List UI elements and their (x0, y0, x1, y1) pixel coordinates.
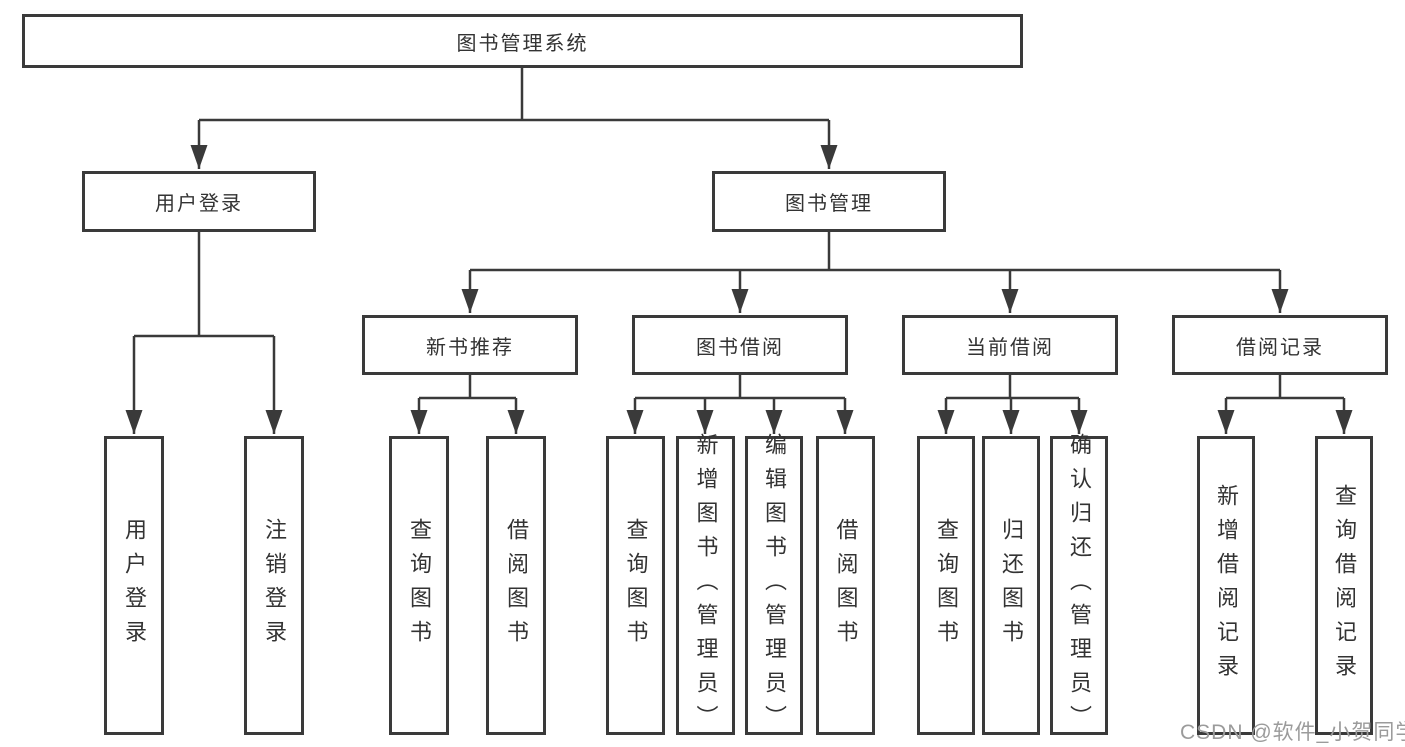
node-label: 查询图书 (407, 517, 432, 654)
node-label: 借阅图书 (504, 517, 529, 654)
node-label: 当前借阅 (966, 336, 1054, 359)
connector-trunks (134, 68, 1344, 400)
node-leaf-return-books: 归还图书 (982, 436, 1040, 735)
node-leaf-query-books-2: 查询图书 (606, 436, 665, 735)
node-leaf-query-books-1: 查询图书 (389, 436, 449, 735)
node-leaf-user-login: 用户登录 (104, 436, 164, 735)
node-leaf-logout: 注销登录 (244, 436, 304, 735)
node-book-borrowing: 图书借阅 (632, 315, 848, 375)
node-current-borrowing: 当前借阅 (902, 315, 1118, 375)
node-label: 查询图书 (623, 517, 649, 654)
node-borrowing-records: 借阅记录 (1172, 315, 1388, 375)
node-label: 图书管理 (785, 193, 873, 215)
node-label: 用户登录 (122, 517, 147, 654)
csdn-watermark: CSDN @软件_小贺同学 (1180, 721, 1405, 744)
node-label: 查询图书 (934, 517, 959, 654)
node-label: 新增借阅记录 (1214, 483, 1239, 688)
node-label: 归还图书 (999, 517, 1024, 654)
node-leaf-edit-books-admin: 编辑图书（管理员） (745, 433, 803, 739)
node-leaf-query-borrow-record: 查询借阅记录 (1315, 436, 1373, 735)
node-label: 图书管理系统 (456, 32, 589, 55)
node-new-book-recommend: 新书推荐 (362, 315, 578, 375)
node-leaf-add-borrow-record: 新增借阅记录 (1197, 436, 1255, 735)
node-label: 借阅图书 (833, 517, 859, 654)
node-label: 注销登录 (262, 517, 287, 654)
node-label: 用户登录 (155, 193, 243, 215)
node-leaf-confirm-return-admin: 确认归还（管理员） (1050, 433, 1108, 739)
node-book-management: 图书管理 (712, 171, 946, 232)
node-leaf-borrow-books-2: 借阅图书 (816, 436, 875, 735)
node-leaf-borrow-books-1: 借阅图书 (486, 436, 546, 735)
node-label: 确认归还（管理员） (1067, 432, 1092, 739)
node-label: 图书借阅 (696, 336, 784, 359)
node-label: 查询借阅记录 (1332, 483, 1357, 688)
node-label: 编辑图书（管理员） (762, 432, 787, 739)
node-label: 新增图书（管理员） (693, 432, 719, 739)
node-label: 新书推荐 (426, 336, 514, 359)
node-user-login: 用户登录 (82, 171, 316, 232)
node-library-management-system: 图书管理系统 (22, 14, 1023, 68)
connector-arrows (125, 120, 1353, 434)
node-leaf-query-books-3: 查询图书 (917, 436, 975, 735)
node-label: 借阅记录 (1236, 336, 1324, 359)
node-leaf-add-books-admin: 新增图书（管理员） (676, 433, 735, 739)
